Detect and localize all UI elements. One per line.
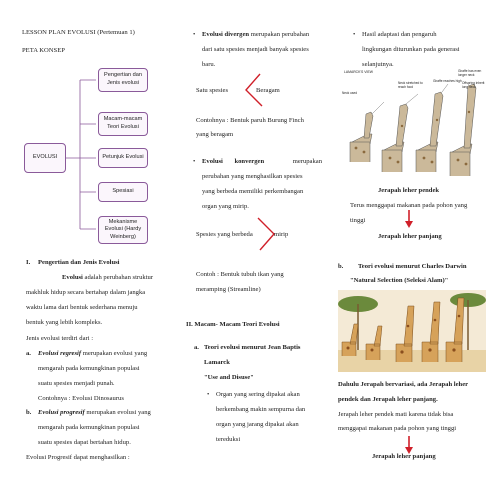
- figure-label: Giraffe has even longer neck: [458, 69, 482, 77]
- example-line: meramping (Streamline): [196, 286, 261, 293]
- column-2: Evolusi divergen merupakan perubahan dar…: [186, 0, 326, 495]
- list-item-line: mengarah pada kemungkinan populasi: [38, 424, 140, 431]
- concept-map-branch: Pengertian dan Jenis evolusi: [98, 68, 148, 92]
- figure-label: Neck stretched to reach food: [398, 81, 423, 89]
- paragraph-line: bentuk yang lebih kompleks.: [26, 319, 103, 326]
- paragraph-line: Dahulu Jerapah bervariasi, ada Jerapah l…: [338, 381, 469, 388]
- paragraph-line: menggapai makanan pada pohon yang tinggi: [338, 425, 457, 432]
- list-item-line: Evolusi regresif merupakan evolusi yang: [38, 350, 148, 357]
- list-item-line: Teori evolusi menurut Jean Baptis: [204, 344, 301, 351]
- bullet-item-line: Hasil adaptasi dan pengaruh: [353, 30, 436, 40]
- bullet-item-line: berkembang makin sempurna dan: [216, 406, 306, 413]
- list-marker: a.: [26, 350, 31, 357]
- divergent-arrow-icon: [245, 73, 263, 107]
- theory-quote: "Use and Disuse": [204, 374, 254, 381]
- bullet-item-line: selanjutnya.: [362, 61, 394, 68]
- section-heading: II. Macam- Macam Teori Evolusi: [186, 321, 280, 328]
- caption: Jerapah leher panjang: [372, 453, 436, 460]
- figure-label: Giraffe reaches high: [433, 79, 462, 83]
- paragraph-line: Evolusi adalah perubahan struktur: [62, 274, 154, 281]
- diagram-label-left: Spesies yang berbeda: [196, 231, 253, 238]
- concept-map-connectors: [66, 79, 96, 230]
- caption-line: Terus menggapai makanan pada pohon yang: [350, 202, 468, 209]
- list-item-line: Lamarck: [204, 359, 230, 366]
- list-marker: b.: [26, 409, 32, 416]
- list-intro: Jenis evolusi terdiri dari :: [26, 335, 94, 342]
- list-item-line: Evolusi progresif merupakan evolusi yang: [38, 409, 151, 416]
- paragraph-line: makhluk hidup secara bertahap dalam jang…: [26, 289, 146, 296]
- concept-map-branch: Petunjuk Evolusi: [98, 148, 148, 168]
- example-line: Contoh : Bentuk tubuh ikan yang: [196, 271, 284, 278]
- document-title: LESSON PLAN EVOLUSI (Pertemuan 1): [22, 29, 135, 36]
- convergent-arrow-icon: [257, 217, 275, 251]
- list-item-line: suatu spesies dapat bertahan hidup.: [38, 439, 131, 446]
- list-marker: a.: [194, 344, 199, 351]
- concept-map-branch: Spesiasi: [98, 182, 148, 202]
- example-line: Contohnya : Evolusi Dinosaurus: [38, 395, 124, 402]
- paragraph-line: Evolusi Progresif dapat menghasilkan :: [26, 454, 130, 461]
- concept-map-branch: Macam-macam Teori Evolusi: [98, 112, 148, 136]
- concept-map-branch: Mekanisme Evolusi (Hardy Weinberg): [98, 216, 148, 244]
- list-marker: b.: [338, 263, 344, 270]
- caption-line: tinggi: [350, 217, 366, 224]
- paragraph-line: pendek dan Jerapah leher panjang.: [338, 396, 438, 403]
- example-line: Contohnya : Bentuk paruh Burung Finch: [196, 117, 304, 124]
- bullet-item-line: baru.: [202, 61, 216, 68]
- bullet-item-line: perubahan yang menghasilkan spesies: [202, 173, 303, 180]
- bullet-item-line: organ yang jarang dipakai akan: [216, 421, 299, 428]
- diagram-label-left: Satu spesies: [196, 87, 229, 94]
- concept-map-heading: PETA KONSEP: [22, 47, 65, 54]
- list-item-line: mengarah pada kemungkinan populasi: [38, 365, 140, 372]
- figure-label: LAMARCK'S VIEW: [344, 70, 373, 74]
- section-heading: Pengertian dan Jenis Evolusi: [38, 259, 120, 266]
- diagram-label-right: Beragam: [256, 87, 280, 94]
- bullet-item-line: Evolusi divergen merupakan perubahan: [193, 30, 309, 40]
- bullet-item-line: Organ yang sering dipakai akan: [207, 390, 300, 400]
- bullet-item-line: dari satu spesies menjadi banyak spesies: [202, 46, 309, 53]
- bullet-item-line: tereduksi: [216, 436, 241, 443]
- concept-map-center: EVOLUSI: [24, 143, 66, 173]
- example-line: yang beragam: [196, 131, 234, 138]
- column-3: Hasil adaptasi dan pengaruh lingkungan d…: [338, 0, 488, 495]
- list-item-line: suatu spesies menjadi punah.: [38, 380, 115, 387]
- column-1: LESSON PLAN EVOLUSI (Pertemuan 1) PETA K…: [22, 0, 172, 495]
- caption: Jerapah leher panjang: [378, 233, 442, 240]
- caption: Jerapah leher pendek: [378, 187, 440, 194]
- diagram-label-right: mirip: [274, 231, 289, 238]
- lamarck-giraffe-illustration: [349, 83, 477, 176]
- figure-label: Neck used: [342, 91, 358, 95]
- down-arrow-icon: [405, 436, 413, 454]
- list-item-line: Teori evolusi menurut Charles Darwin: [358, 263, 467, 270]
- bullet-item-line: organ yang mirip.: [202, 203, 249, 210]
- paragraph-line: waktu lama dari bentuk sederhana menuju: [26, 304, 138, 311]
- bullet-item-line: yang berbeda memiliki perkembangan: [202, 188, 304, 195]
- section-number: I.: [26, 259, 31, 266]
- paragraph-line: Jerapah leher pendek mati karena tidak b…: [338, 411, 454, 418]
- theory-quote: "Natural Selection (Seleksi Alam)": [350, 277, 449, 284]
- down-arrow-icon: [405, 210, 413, 228]
- figure-label: Offspring inherit long neck: [462, 81, 485, 89]
- darwin-giraffe-illustration: [338, 290, 486, 372]
- bullet-item-line: lingkungan diturunkan pada generasi: [362, 46, 460, 53]
